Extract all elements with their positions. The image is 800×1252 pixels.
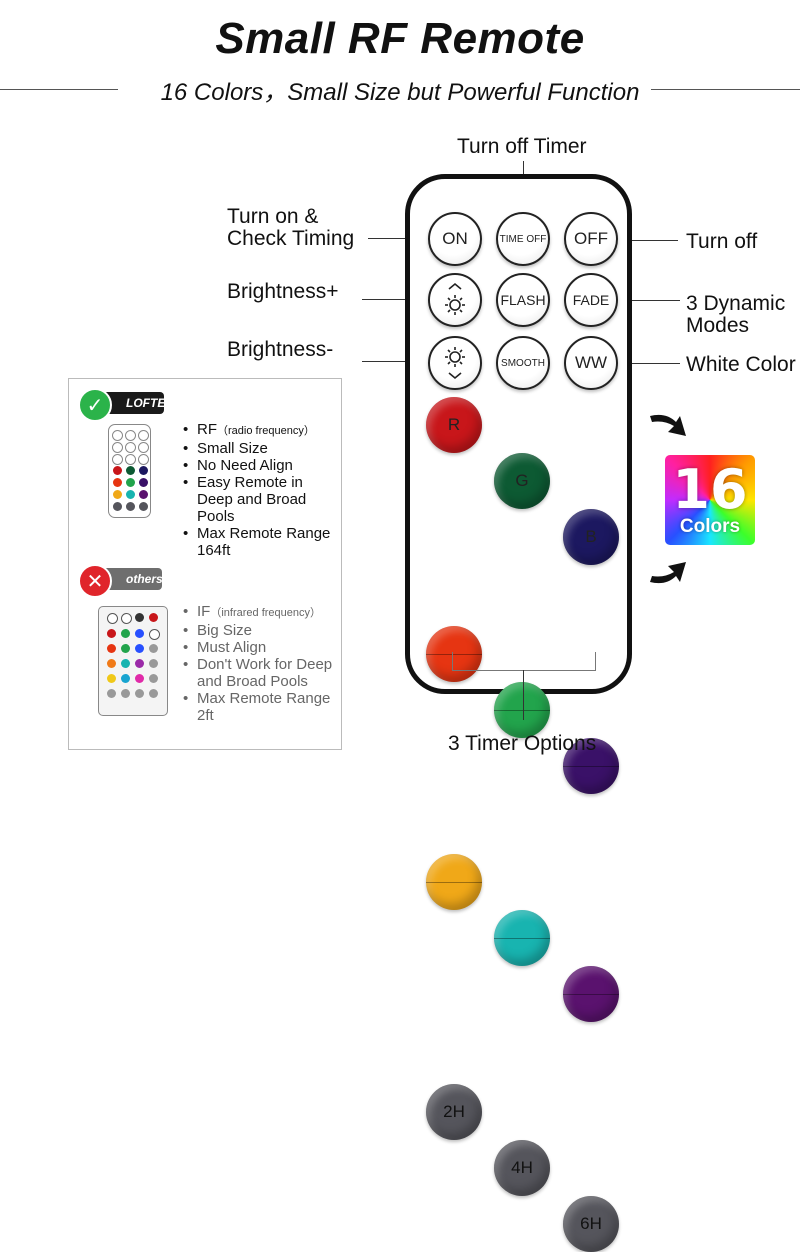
purple-button[interactable] [563, 738, 619, 794]
flash-button[interactable]: FLASH [496, 273, 550, 327]
timer-bracket [452, 652, 596, 671]
page-subtitle: 16 Colors，Small Size but Powerful Functi… [160, 79, 640, 106]
label-turn-off: Turn off [686, 230, 758, 253]
brightness-down-button[interactable] [428, 336, 482, 390]
label-turn-on-1: Turn on & [227, 205, 319, 228]
list-item: Small Size [183, 440, 333, 457]
check-icon: ✓ [78, 388, 112, 422]
yellow-button[interactable] [426, 854, 482, 910]
orange-red-button[interactable] [426, 626, 482, 682]
cross-icon: ✕ [78, 564, 112, 598]
list-item: Don't Work for Deep and Broad Pools [183, 656, 333, 690]
others-mini-remote [98, 606, 168, 716]
list-item: No Need Align [183, 457, 333, 474]
leader-white-color [618, 363, 680, 364]
others-features: IF（infrared frequency） Big Size Must Ali… [183, 603, 333, 724]
label-brightness-plus: Brightness+ [227, 280, 339, 303]
leader-brightness-minus [362, 361, 430, 362]
brightness-down-icon [445, 347, 465, 380]
ww-button[interactable]: WW [564, 336, 618, 390]
green-button[interactable]: G [494, 453, 550, 509]
brightness-up-button[interactable] [428, 273, 482, 327]
brightness-up-icon [445, 282, 465, 315]
arrow-up-right-icon [650, 562, 686, 584]
label-brightness-minus: Brightness- [227, 338, 334, 361]
loftek-tag-item: RF（radio frequency） [183, 421, 333, 440]
on-button[interactable]: ON [428, 212, 482, 266]
cyan-button[interactable] [494, 910, 550, 966]
loftek-mini-remote [108, 424, 151, 518]
sixteen-text: Colors [679, 516, 741, 537]
blue-button[interactable]: B [563, 509, 619, 565]
header-rule-left [0, 89, 118, 90]
violet-button[interactable] [563, 966, 619, 1022]
others-tag-item: IF（infrared frequency） [183, 603, 333, 622]
header-rule-right [651, 89, 800, 90]
leader-turn-on [368, 238, 430, 239]
list-item: Easy Remote in Deep and Broad Pools [183, 474, 333, 525]
leader-turn-off [618, 240, 678, 241]
label-turn-on-2: Check Timing [227, 227, 355, 250]
list-item: Big Size [183, 622, 333, 639]
off-button[interactable]: OFF [564, 212, 618, 266]
list-item: Max Remote Range 164ft [183, 525, 333, 559]
timer-2h-button[interactable]: 2H [426, 1084, 482, 1140]
timer-4h-button[interactable]: 4H [494, 1140, 550, 1196]
list-item: Must Align [183, 639, 333, 656]
sixteen-colors-badge: 16 Colors [665, 455, 755, 545]
red-button[interactable]: R [426, 397, 482, 453]
bright-green-button[interactable] [494, 682, 550, 738]
timer-6h-button[interactable]: 6H [563, 1196, 619, 1252]
label-dynamic-2: Modes [686, 314, 750, 337]
smooth-button[interactable]: SMOOTH [496, 336, 550, 390]
time-off-button[interactable]: TIME OFF [496, 212, 550, 266]
label-turn-off-timer: Turn off Timer [457, 135, 587, 158]
sixteen-number: 16 [672, 458, 748, 521]
loftek-features: RF（radio frequency） Small Size No Need A… [183, 421, 333, 559]
leader-brightness-plus [362, 299, 430, 300]
list-item: Max Remote Range 2ft [183, 690, 333, 724]
label-dynamic-1: 3 Dynamic [686, 292, 786, 315]
leader-dynamic [618, 300, 680, 301]
label-timer-options: 3 Timer Options [448, 732, 597, 755]
page-title: Small RF Remote [215, 14, 585, 63]
fade-button[interactable]: FADE [564, 273, 618, 327]
arrow-down-right-icon [650, 414, 686, 436]
leader-timer-options [523, 670, 524, 720]
label-white-color: White Color [686, 353, 796, 376]
